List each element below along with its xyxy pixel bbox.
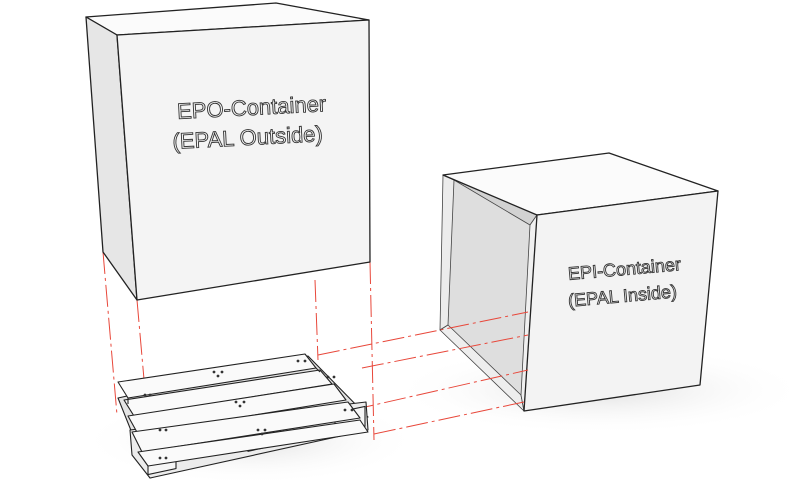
guide-epo-right-back	[369, 261, 375, 441]
pallet-edge-2	[315, 367, 321, 373]
guide-epi-2	[361, 334, 529, 369]
epo-front-face	[116, 19, 371, 301]
pallet-board-4	[131, 401, 361, 453]
guide-epi-4	[373, 401, 525, 435]
pallet-nails	[143, 359, 354, 460]
pallet-board-3	[127, 383, 347, 435]
guide-epi-1	[317, 311, 529, 356]
epi-side-face	[523, 190, 719, 412]
guide-epo-right-front	[314, 279, 319, 361]
pallet-board-5	[137, 419, 369, 467]
guide-epi-3	[351, 369, 529, 411]
epi-container	[439, 152, 719, 412]
guide-epo-left-front	[102, 251, 118, 416]
euro-pallet	[117, 353, 369, 479]
epo-container	[85, 2, 371, 301]
